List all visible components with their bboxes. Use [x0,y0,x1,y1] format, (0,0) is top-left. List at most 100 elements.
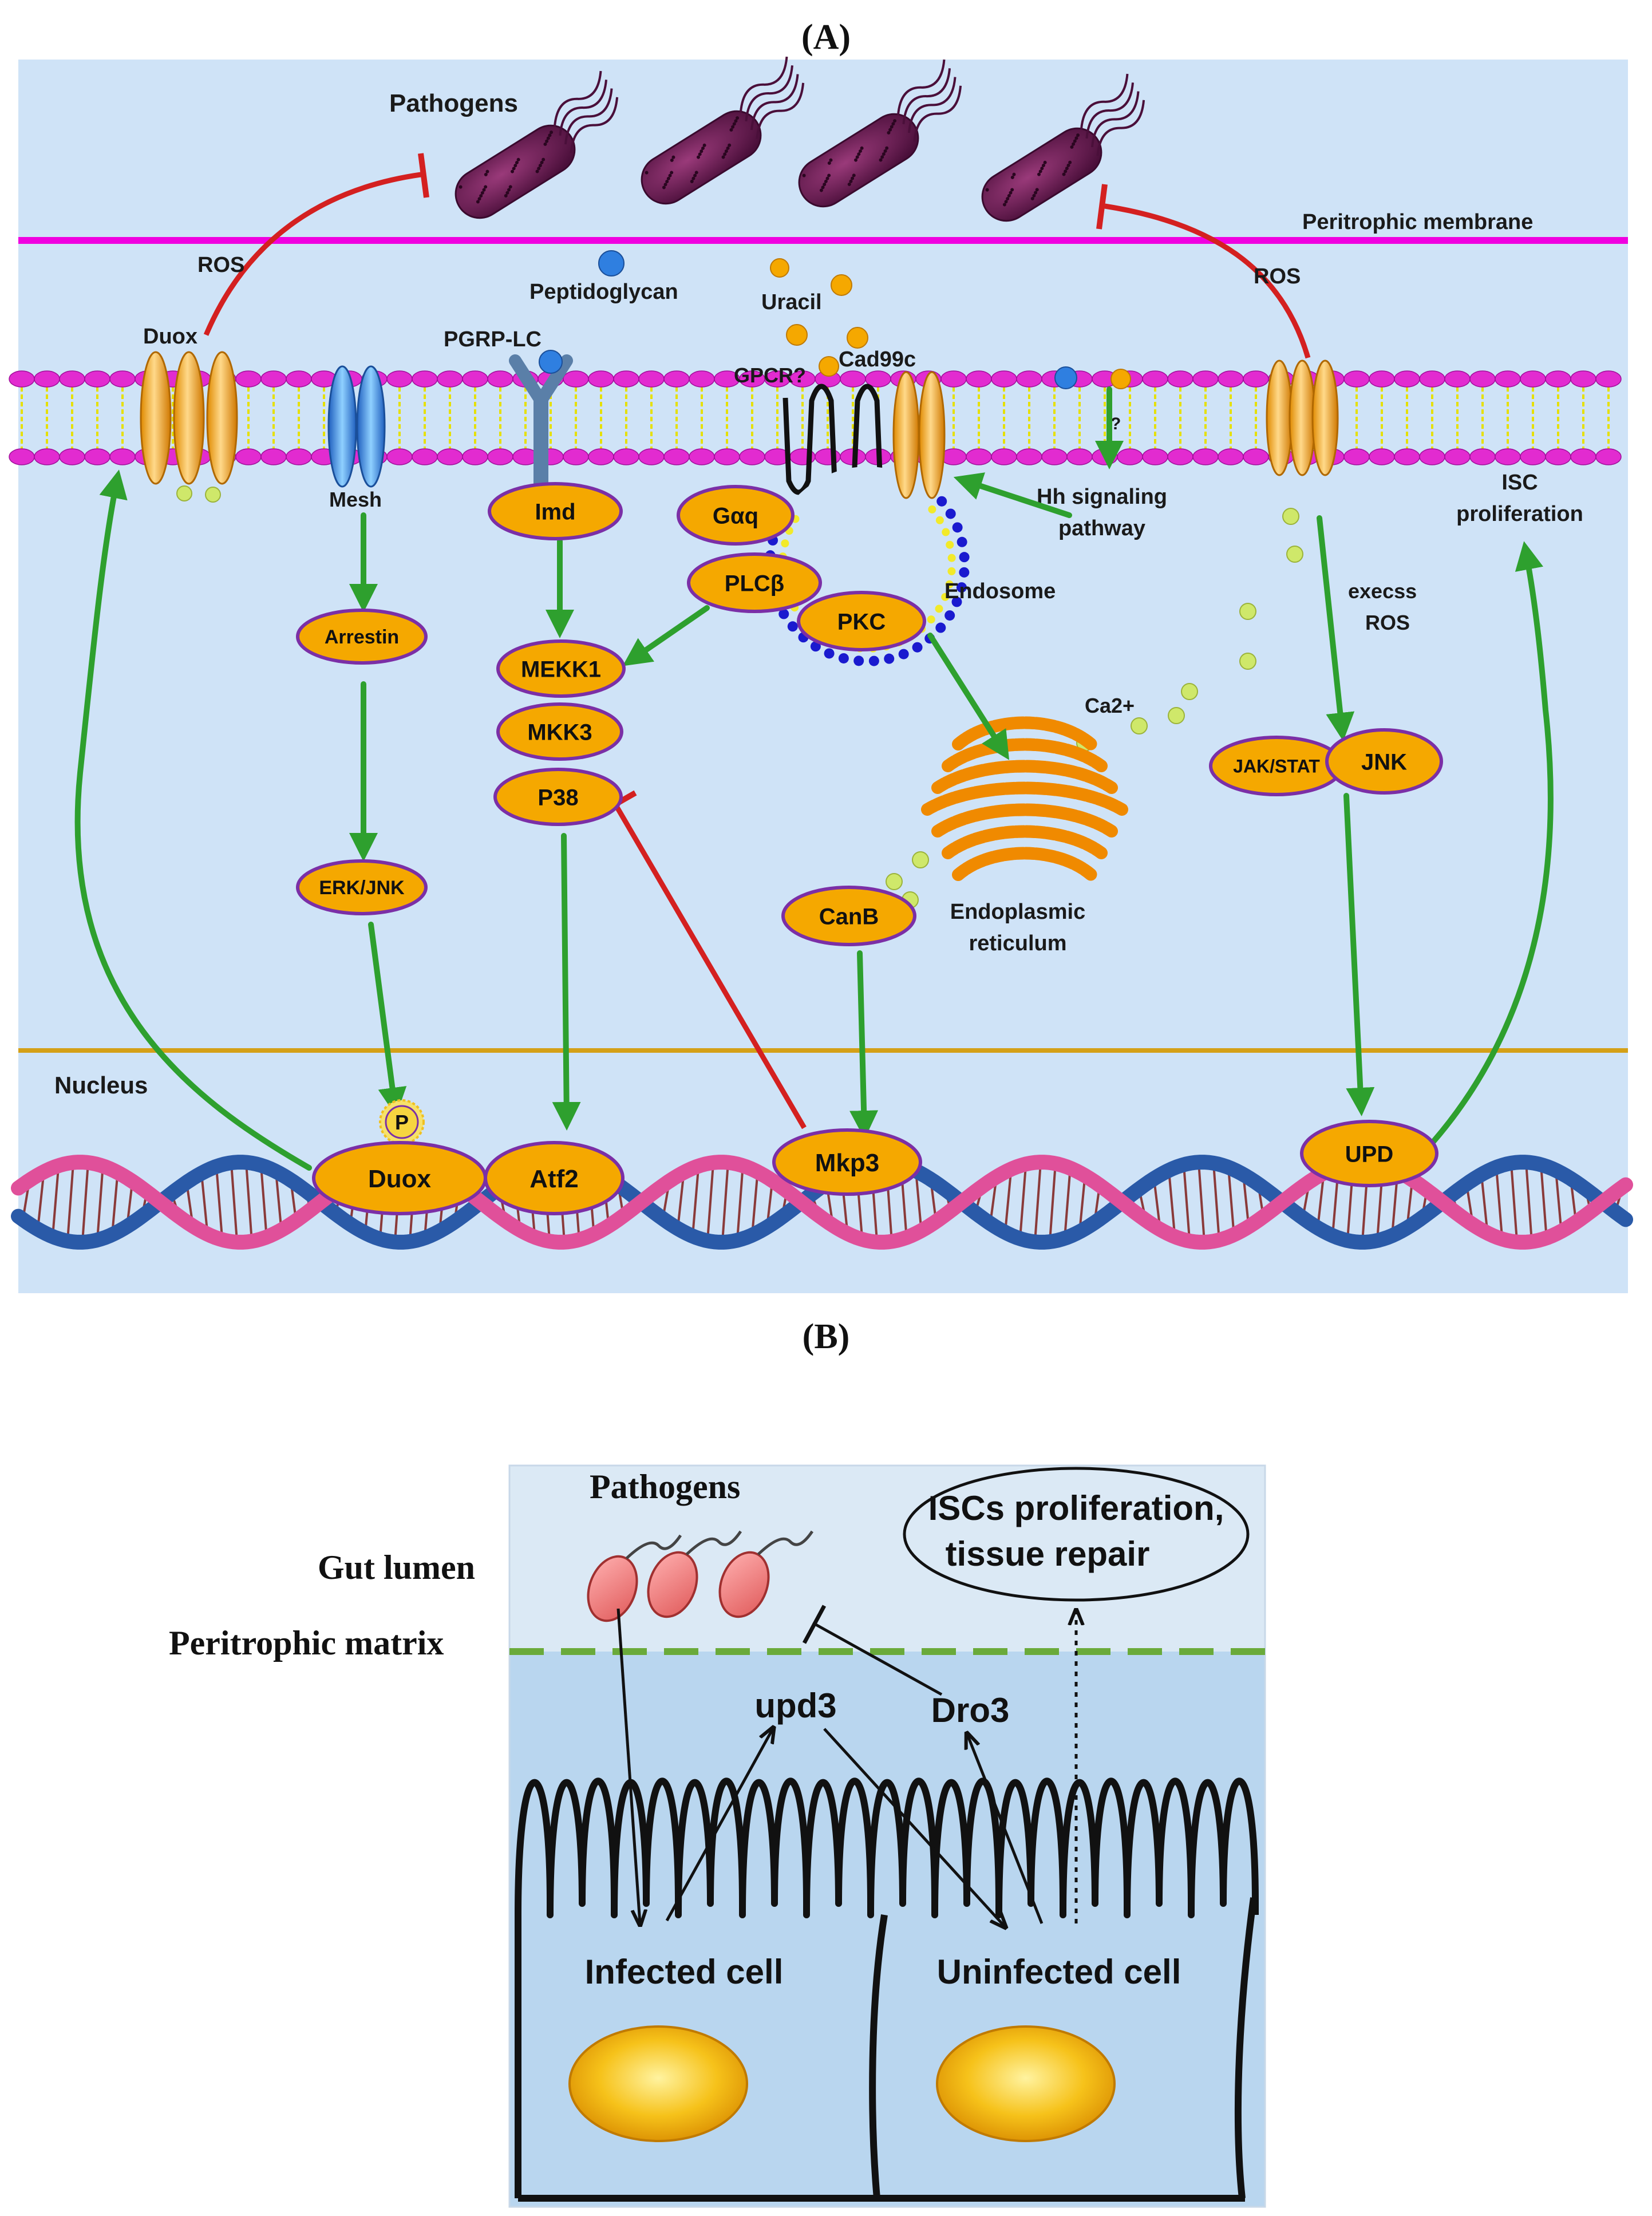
node-canb: CanB [781,886,916,946]
signal-arrows [616,1605,1076,1926]
pathogen-cell-b [718,1530,814,1618]
arrow-duox-nucleus-loop [74,469,312,1171]
phospho-marker: P [379,1099,425,1145]
peritrophic-matrix-label: Peritrophic matrix [169,1624,444,1662]
arrow-p38-atf2 [552,833,581,1131]
node-upd-label: UPD [1345,1141,1393,1167]
pgrp-lc-label: PGRP-LC [444,327,542,351]
peptidoglycan-label: Peptidoglycan [529,280,678,304]
arrow-channel-jakstat [1317,515,1355,741]
isc-repair-line1: ISCs proliferation, [928,1489,1224,1527]
node-jnk-label: JNK [1361,749,1407,775]
node-mekk1: MEKK1 [496,639,626,698]
pathogen-group-a [455,56,1145,222]
node-mkp3-label: Mkp3 [815,1149,879,1177]
hh-signaling-line1: Hh signaling [1037,485,1167,509]
node-arrestin: Arrestin [296,609,428,665]
gut-lumen-region [509,1466,1265,1652]
mesh-protein [327,365,386,488]
arrow-jakstat-upd [1343,793,1375,1116]
pathogens-label-b: Pathogens [590,1468,740,1506]
duox-membrane-label: Duox [143,325,197,349]
peptidoglycan-molecule [598,250,625,276]
node-p38: P38 [493,768,623,826]
panel-b-label: (B) [803,1317,850,1356]
ros-left-inhibit-bar [418,153,429,198]
question-mark-label: ? [1110,414,1121,433]
pathogens-label-a: Pathogens [389,89,518,117]
arrow-erkjnk-duox [368,922,407,1116]
upd3-label: upd3 [754,1686,836,1725]
pathogen-bacterium [641,56,805,205]
arrow-hh-cad99c [953,472,1072,518]
arrow-pkc-er [927,633,1010,760]
phospho-label: P [395,1111,409,1134]
node-plcb-label: PLCβ [725,571,784,596]
isc-proliferation-line2: proliferation [1456,502,1583,526]
panel-a-background [18,60,1628,1293]
panel-a-label: (A) [801,18,851,57]
panel-b: Gut lumen Peritrophic matrix Pathogens I… [169,1464,1266,2208]
pathogen-group-b [587,1530,814,1622]
dro3-label: Dro3 [931,1691,1010,1729]
node-imd-label: Imd [535,499,575,524]
node-gaq-label: Gαq [713,503,758,528]
ros-left-label: ROS [197,253,244,277]
arrow-pathogen-infected [616,1608,640,1923]
duox-channel [140,351,238,503]
pathogen-cell-b [587,1534,682,1622]
node-duox-label: Duox [368,1165,432,1193]
arrow-canb-mkp3 [849,950,879,1139]
ros-right-label: ROS [1254,264,1301,289]
pathogen-cell-b [647,1530,742,1618]
ros-channel-right [1266,360,1339,476]
node-atf2-label: Atf2 [529,1165,579,1193]
excess-ros-line1: execss [1348,579,1417,603]
infected-cell-nucleus [568,2025,748,2142]
node-duox: Duox [312,1141,487,1215]
inhibit-dro3-line [812,1621,943,1696]
activation-arrows [74,386,1554,1171]
arrow-upd-isc [1422,541,1554,1154]
hh-blue-ligand [1054,366,1077,389]
node-imd: Imd [488,482,623,540]
excess-ros-line2: ROS [1365,611,1410,634]
panel-a: Peritrophic membrane Pathogens ROS ROS D… [9,56,1633,1293]
arrow-infected-upd3 [665,1729,773,1922]
isc-repair-line2: tissue repair [946,1535,1150,1573]
arrow-upd3-uninfected [823,1728,1005,1926]
cad99c-protein [892,371,946,499]
node-mkp3: Mkp3 [772,1128,922,1196]
inhibit-mkp3-p38 [613,803,807,1129]
isc-repair-oval [903,1467,1250,1602]
gut-lumen-label: Gut lumen [318,1549,475,1586]
node-arrestin-label: Arrestin [325,626,399,648]
pathogen-bacterium [981,73,1145,222]
node-erk-jnk: ERK/JNK [296,859,428,915]
cad99c-label: Cad99c [839,347,916,372]
uracil-molecules [770,258,868,377]
node-mkk3-label: MKK3 [527,720,592,745]
node-gaq: Gαq [677,485,795,546]
inhibit-dro3-bar [802,1605,827,1644]
ros-left-inhibit-arc [203,172,421,336]
endosome-label: Endosome [944,579,1056,603]
node-plcb: PLCβ [687,552,822,613]
epithelial-cells [515,1777,1259,2202]
panel-b-border [508,1464,1266,2208]
mesh-label: Mesh [329,488,382,511]
ros-right-inhibit-arc [1104,203,1311,359]
hh-signaling-line2: pathway [1058,516,1145,540]
er-label-line2: reticulum [969,931,1066,955]
arrow-plcb-mekk1 [622,605,710,666]
endoplasmic-reticulum [921,716,1128,881]
node-mkk3: MKK3 [496,702,623,761]
node-jnk: JNK [1325,728,1443,795]
node-p38-label: P38 [538,785,578,810]
node-canb-label: CanB [819,904,879,929]
node-atf2: Atf2 [484,1141,625,1215]
ros-right-inhibit-bar [1096,184,1108,230]
er-label-line1: Endoplasmic [950,900,1086,924]
